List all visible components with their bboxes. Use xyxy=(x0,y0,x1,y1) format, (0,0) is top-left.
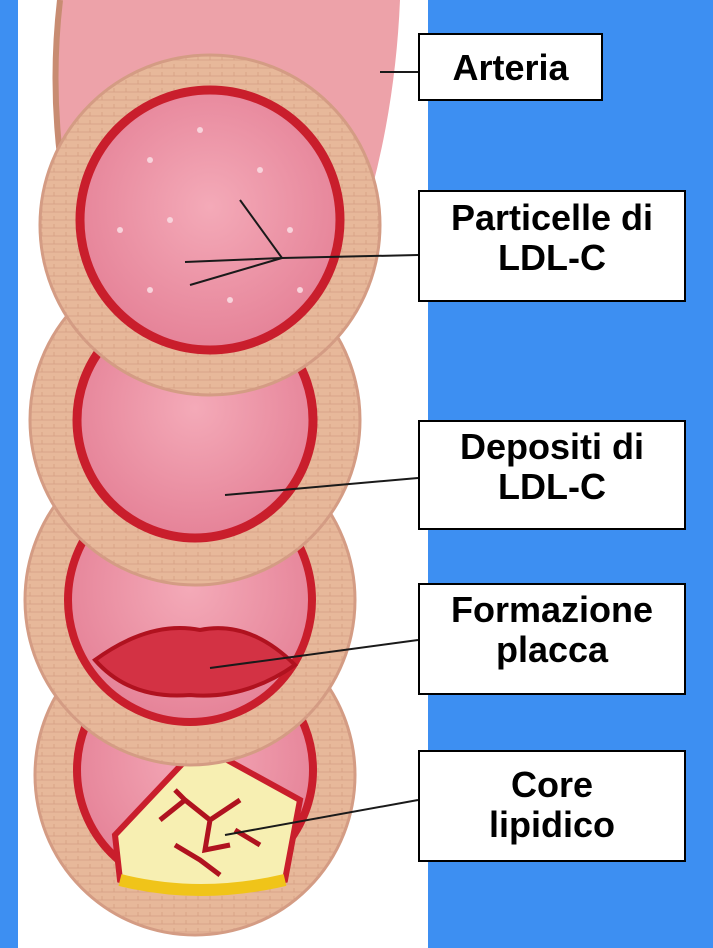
label-arteria: Arteria xyxy=(418,48,603,88)
label-depositi: Depositi di LDL-C xyxy=(404,427,700,507)
label-core: Core lipidico xyxy=(418,765,686,845)
label-formazione: Formazione placca xyxy=(400,590,704,670)
label-particelle: Particelle di LDL-C xyxy=(396,198,708,278)
cross-section-ldl-particles xyxy=(40,55,380,395)
